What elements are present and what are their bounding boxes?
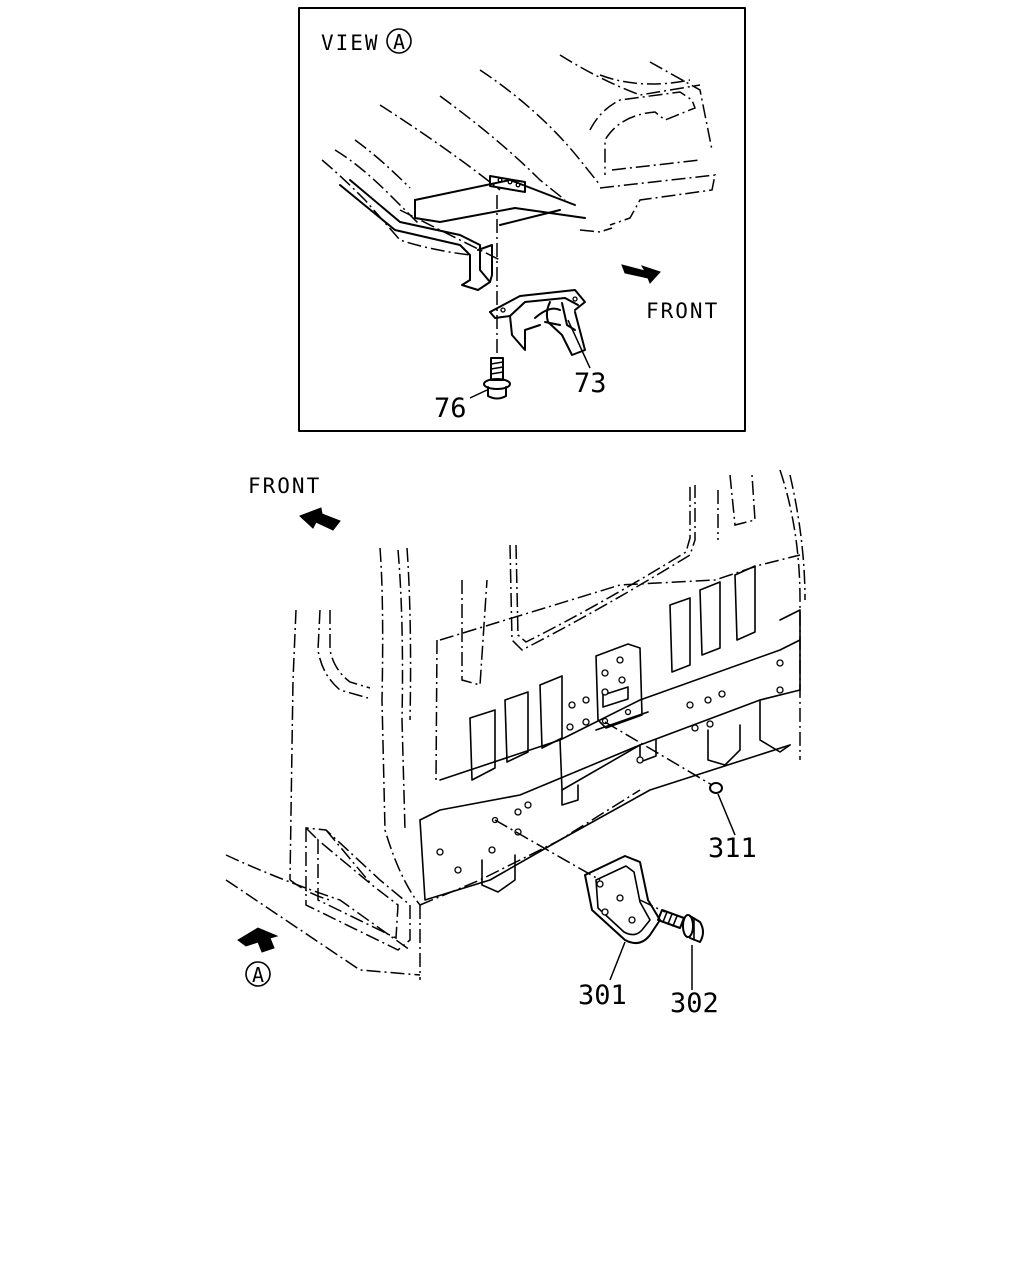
front-label-main: FRONT [248,474,321,498]
inset-side-bracket [339,179,493,291]
inset-body-outline [321,54,716,261]
callout-76: 76 [434,393,467,424]
view-letter-circle [386,28,412,54]
callout-301: 301 [578,980,627,1011]
callout-73: 73 [574,368,607,399]
view-a-arrow-icon [237,927,279,953]
leader-301 [609,941,626,981]
front-arrow-icon [621,264,661,284]
plug-center-line [604,721,713,786]
view-title: VIEW [321,31,380,55]
view-letter: A [393,30,405,54]
frame-holes [436,656,784,874]
front-arrow-main-icon [299,507,341,531]
leader-73 [567,319,591,369]
front-arrow-inset: FRONT [621,264,719,323]
part-311-plug [709,782,723,794]
bolt-center-line [639,899,666,913]
part-302-bolt [657,909,704,943]
leader-76 [469,389,488,399]
part-301-bracket [584,855,661,945]
front-label-inset: FRONT [646,299,719,323]
part-76-bolt [483,357,511,400]
cab-phantom-outline [225,469,806,980]
inset-frame [298,7,746,432]
view-a-inset: VIEW A [298,7,746,432]
inset-crossmember [414,175,586,226]
callout-311: 311 [708,833,757,864]
view-a-marker: A [252,963,264,987]
bracket-center-line [494,819,601,881]
main-view: FRONT [225,469,806,1019]
rear-crossmember [419,565,801,901]
part-73-bracket [489,289,586,356]
leader-311 [717,793,736,836]
view-a-marker-circle [245,961,271,987]
step-well [305,827,411,951]
callout-302: 302 [670,988,719,1019]
